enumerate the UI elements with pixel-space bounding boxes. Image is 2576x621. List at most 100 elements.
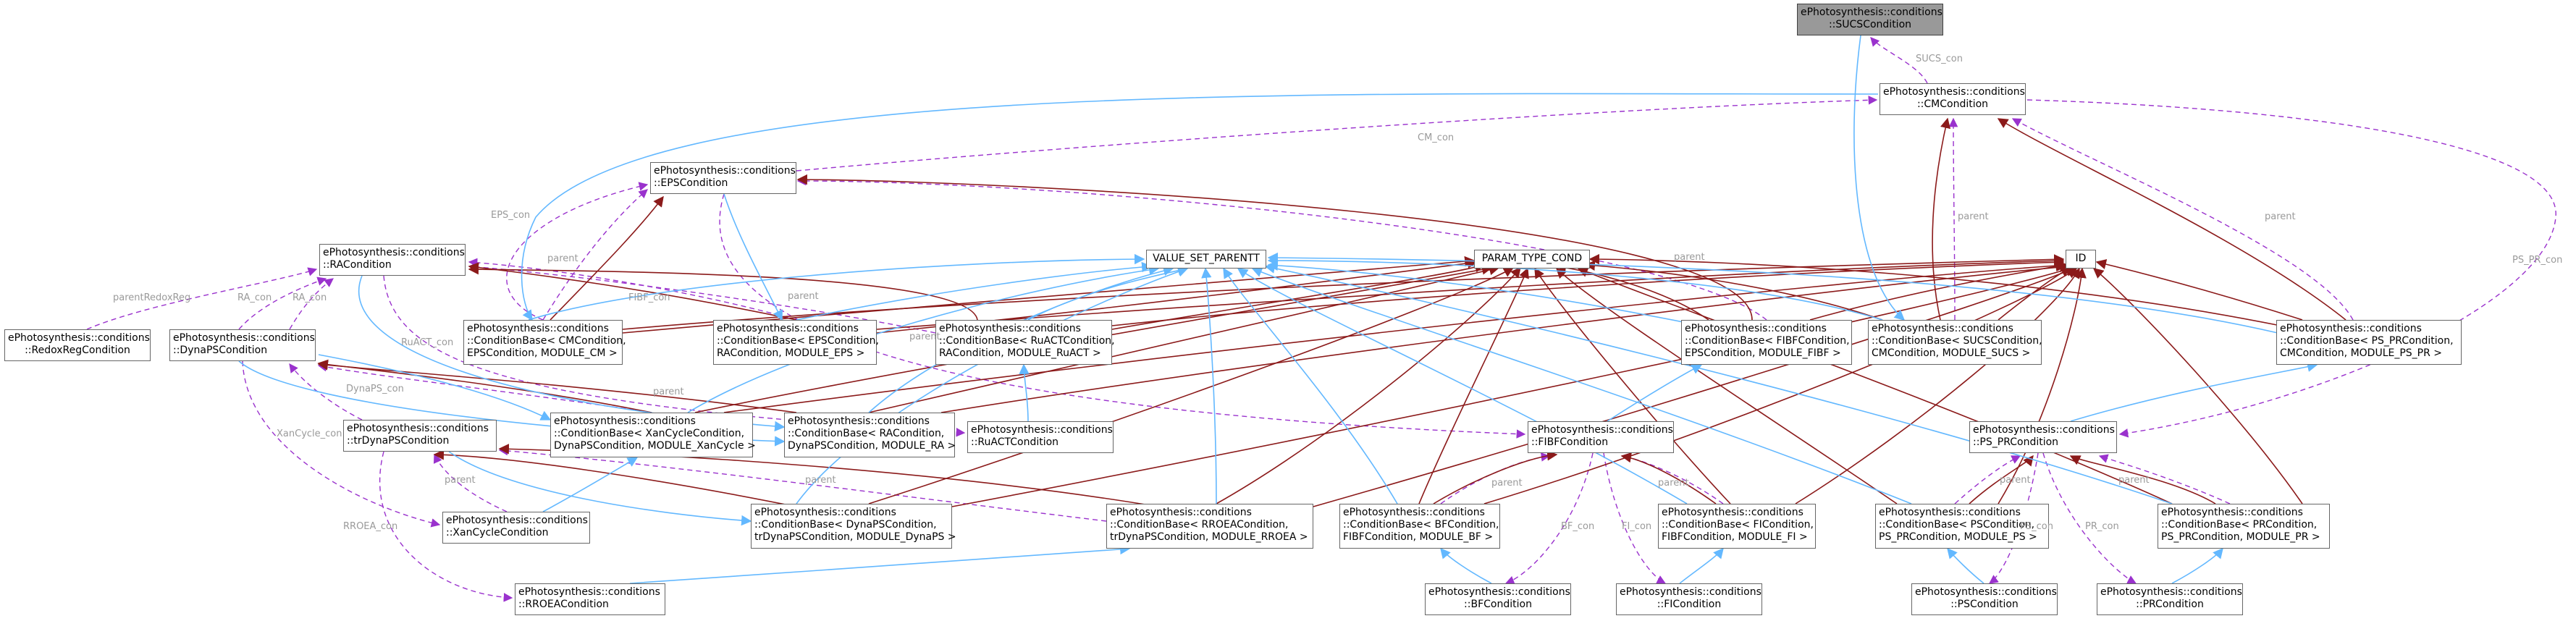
edge-bf-con xyxy=(1504,452,1594,585)
edge-label-fi-con: FI_con xyxy=(1622,521,1652,532)
node-conditionbase-pr[interactable]: ePhotosynthesis::conditions ::ConditionB… xyxy=(2158,504,2330,549)
node-sucs-condition[interactable]: ePhotosynthesis::conditions ::SUCSCondit… xyxy=(1797,4,1943,35)
node-fi-condition[interactable]: ePhotosynthesis::conditions ::FIConditio… xyxy=(1616,583,1762,615)
edge-label-bf-con: BF_con xyxy=(1561,521,1595,532)
node-pr-condition[interactable]: ePhotosynthesis::conditions ::PRConditio… xyxy=(2097,583,2243,615)
edge-fi-con xyxy=(1603,452,1667,584)
edge-ruact-to-cb-ruact xyxy=(1019,363,1030,422)
node-line: ePhotosynthesis::conditions xyxy=(347,423,489,434)
node-conditionbase-bf[interactable]: ePhotosynthesis::conditions ::ConditionB… xyxy=(1339,504,1500,549)
edge-cb-rroea-to-param xyxy=(1216,266,1521,504)
edge-label-xancycle-con: XanCycle_con xyxy=(277,428,342,439)
edge-parent-xan xyxy=(433,453,508,512)
edge-cb-psprc-to-param xyxy=(1588,253,2281,326)
node-line: ::PSCondition xyxy=(1950,599,2019,610)
edge-cb-ra-to-id xyxy=(940,261,2071,413)
node-line: ::DynaPSCondition xyxy=(173,345,268,356)
edge-parent-cm xyxy=(1948,117,1958,321)
node-line: ePhotosynthesis::conditions xyxy=(1879,507,2021,518)
node-line: ::RROEACondition xyxy=(518,599,609,610)
node-line: ePhotosynthesis::conditions xyxy=(788,415,930,427)
node-line: ePhotosynthesis::conditions xyxy=(1110,507,1252,518)
node-line: ::FICondition xyxy=(1657,599,1722,610)
node-line: ePhotosynthesis::conditions xyxy=(2280,323,2422,334)
node-redoxreg-condition[interactable]: ePhotosynthesis::conditions ::RedoxRegCo… xyxy=(4,329,151,361)
node-dynaps-condition[interactable]: ePhotosynthesis::conditions ::DynaPSCond… xyxy=(169,329,316,361)
edge-label-parent-redox: parentRedoxReg xyxy=(113,292,191,303)
edge-dynaps-con xyxy=(289,363,363,421)
edge-vsp-to-cb-ps xyxy=(1251,267,1912,504)
node-cm-condition[interactable]: ePhotosynthesis::conditions ::CMConditio… xyxy=(1880,83,2026,115)
edge-parent-pr xyxy=(2098,454,2231,504)
edge-label-parent-bf: parent xyxy=(1491,478,1523,489)
edge-label-parent-ra: parent xyxy=(909,331,940,342)
node-line: ePhotosynthesis::conditions xyxy=(971,424,1113,436)
edge-label-fibf-con: FIBF_con xyxy=(628,292,670,303)
edge-label-pr-con: PR_con xyxy=(2085,521,2119,532)
edge-psprc-to-cb-psprc xyxy=(2070,361,2318,422)
node-xancycle-condition[interactable]: ePhotosynthesis::conditions ::XanCycleCo… xyxy=(442,512,590,544)
node-line: ::ConditionBase< PSCondition, xyxy=(1879,519,2035,531)
node-line: ePhotosynthesis::conditions xyxy=(654,165,796,177)
node-ps-pr-condition[interactable]: ePhotosynthesis::conditions ::PS_PRCondi… xyxy=(1969,421,2117,453)
node-line: ePhotosynthesis::conditions xyxy=(173,332,315,344)
node-line: ::PRCondition xyxy=(2136,599,2204,610)
edge-sucs-con xyxy=(1870,37,1928,84)
node-ra-condition[interactable]: ePhotosynthesis::conditions ::RAConditio… xyxy=(319,244,466,276)
edge-cb-eps-to-id xyxy=(876,255,2065,330)
edge-ra-con-b xyxy=(289,278,334,330)
node-rroea-condition[interactable]: ePhotosynthesis::conditions ::RROEACondi… xyxy=(515,583,665,615)
node-line: ::ConditionBase< RROEACondition, xyxy=(1110,519,1289,531)
node-eps-condition[interactable]: ePhotosynthesis::conditions ::EPSConditi… xyxy=(650,162,796,194)
node-trdynaps-condition[interactable]: ePhotosynthesis::conditions ::trDynaPSCo… xyxy=(343,420,497,452)
node-ruact-condition[interactable]: ePhotosynthesis::conditions ::RuACTCondi… xyxy=(967,421,1114,453)
node-line: PS_PRCondition, MODULE_PS > xyxy=(1879,531,2037,543)
node-line: EPSCondition, MODULE_FIBF > xyxy=(1685,347,1841,359)
edge-cb-bf-to-param xyxy=(1418,267,1529,504)
edge-cb-cm-to-eps xyxy=(550,195,664,321)
edge-label-ps-pr-con: PS_PR_con xyxy=(2512,255,2563,266)
node-value-set-parentt[interactable]: VALUE_SET_PARENTT xyxy=(1146,250,1266,269)
edge-eps-con xyxy=(506,182,649,321)
node-conditionbase-fi[interactable]: ePhotosynthesis::conditions ::ConditionB… xyxy=(1658,504,1816,549)
node-conditionbase-ps[interactable]: ePhotosynthesis::conditions ::ConditionB… xyxy=(1875,504,2049,549)
node-param-type-cond[interactable]: PARAM_TYPE_COND xyxy=(1474,250,1590,269)
edge-sucs-to-cb-sucs xyxy=(1853,35,1906,321)
node-conditionbase-eps[interactable]: ePhotosynthesis::conditions ::ConditionB… xyxy=(713,320,879,365)
edge-label-ruact-con: RuACT_con xyxy=(401,337,454,348)
node-conditionbase-sucs[interactable]: ePhotosynthesis::conditions ::ConditionB… xyxy=(1868,320,2042,365)
node-line: CMCondition, MODULE_PS_PR > xyxy=(2280,347,2443,359)
edge-cb-psprc-to-cm xyxy=(1997,118,2346,321)
node-line: ::ConditionBase< FIBFCondition, xyxy=(1685,335,1850,347)
node-conditionbase-ruact[interactable]: ePhotosynthesis::conditions ::ConditionB… xyxy=(935,320,1115,365)
node-id[interactable]: ID xyxy=(2066,250,2096,269)
node-line: ::ConditionBase< PRCondition, xyxy=(2161,519,2318,531)
node-line: RACondition, MODULE_RuACT > xyxy=(939,347,1101,359)
node-fibf-condition[interactable]: ePhotosynthesis::conditions ::FIBFCondit… xyxy=(1528,421,1674,453)
node-conditionbase-dynaps[interactable]: ePhotosynthesis::conditions ::ConditionB… xyxy=(751,504,956,549)
node-conditionbase-xancycle[interactable]: ePhotosynthesis::conditions ::ConditionB… xyxy=(550,413,756,457)
edge-label-dynaps-con: DynaPS_con xyxy=(346,384,404,394)
node-conditionbase-fibf[interactable]: ePhotosynthesis::conditions ::ConditionB… xyxy=(1681,320,1852,365)
edge-vsp-to-cb-dynaps xyxy=(796,266,1189,504)
node-line: ePhotosynthesis::conditions xyxy=(2161,507,2303,518)
node-ps-condition[interactable]: ePhotosynthesis::conditions ::PSConditio… xyxy=(1911,583,2058,615)
edge-cb-eps-to-ra xyxy=(468,262,797,321)
edge-cb-ruact-to-id xyxy=(1111,257,2065,326)
node-conditionbase-ps-pr[interactable]: ePhotosynthesis::conditions ::ConditionB… xyxy=(2276,320,2462,365)
node-line: trDynaPSCondition, MODULE_RROEA > xyxy=(1110,531,1308,543)
edge-cm-con xyxy=(796,96,1878,172)
node-conditionbase-ra[interactable]: ePhotosynthesis::conditions ::ConditionB… xyxy=(784,413,956,457)
node-bf-condition[interactable]: ePhotosynthesis::conditions ::BFConditio… xyxy=(1425,583,1571,615)
node-line: ePhotosynthesis::conditions xyxy=(1915,586,2057,598)
node-conditionbase-rroea[interactable]: ePhotosynthesis::conditions ::ConditionB… xyxy=(1106,504,1313,549)
node-line: ePhotosynthesis::conditions xyxy=(1973,424,2115,436)
edge-trdynaps-to-cb-dynaps xyxy=(448,451,752,526)
node-line: ePhotosynthesis::conditions xyxy=(1343,507,1485,518)
node-conditionbase-cm[interactable]: ePhotosynthesis::conditions ::ConditionB… xyxy=(463,320,626,365)
edge-cb-rroea-to-id xyxy=(1313,266,2076,507)
edge-parent-cm-base xyxy=(468,258,797,321)
edge-eps-to-cb-eps xyxy=(723,193,783,321)
node-line: ::RedoxRegCondition xyxy=(25,345,130,356)
node-line: ::ConditionBase< RACondition, xyxy=(788,428,945,439)
